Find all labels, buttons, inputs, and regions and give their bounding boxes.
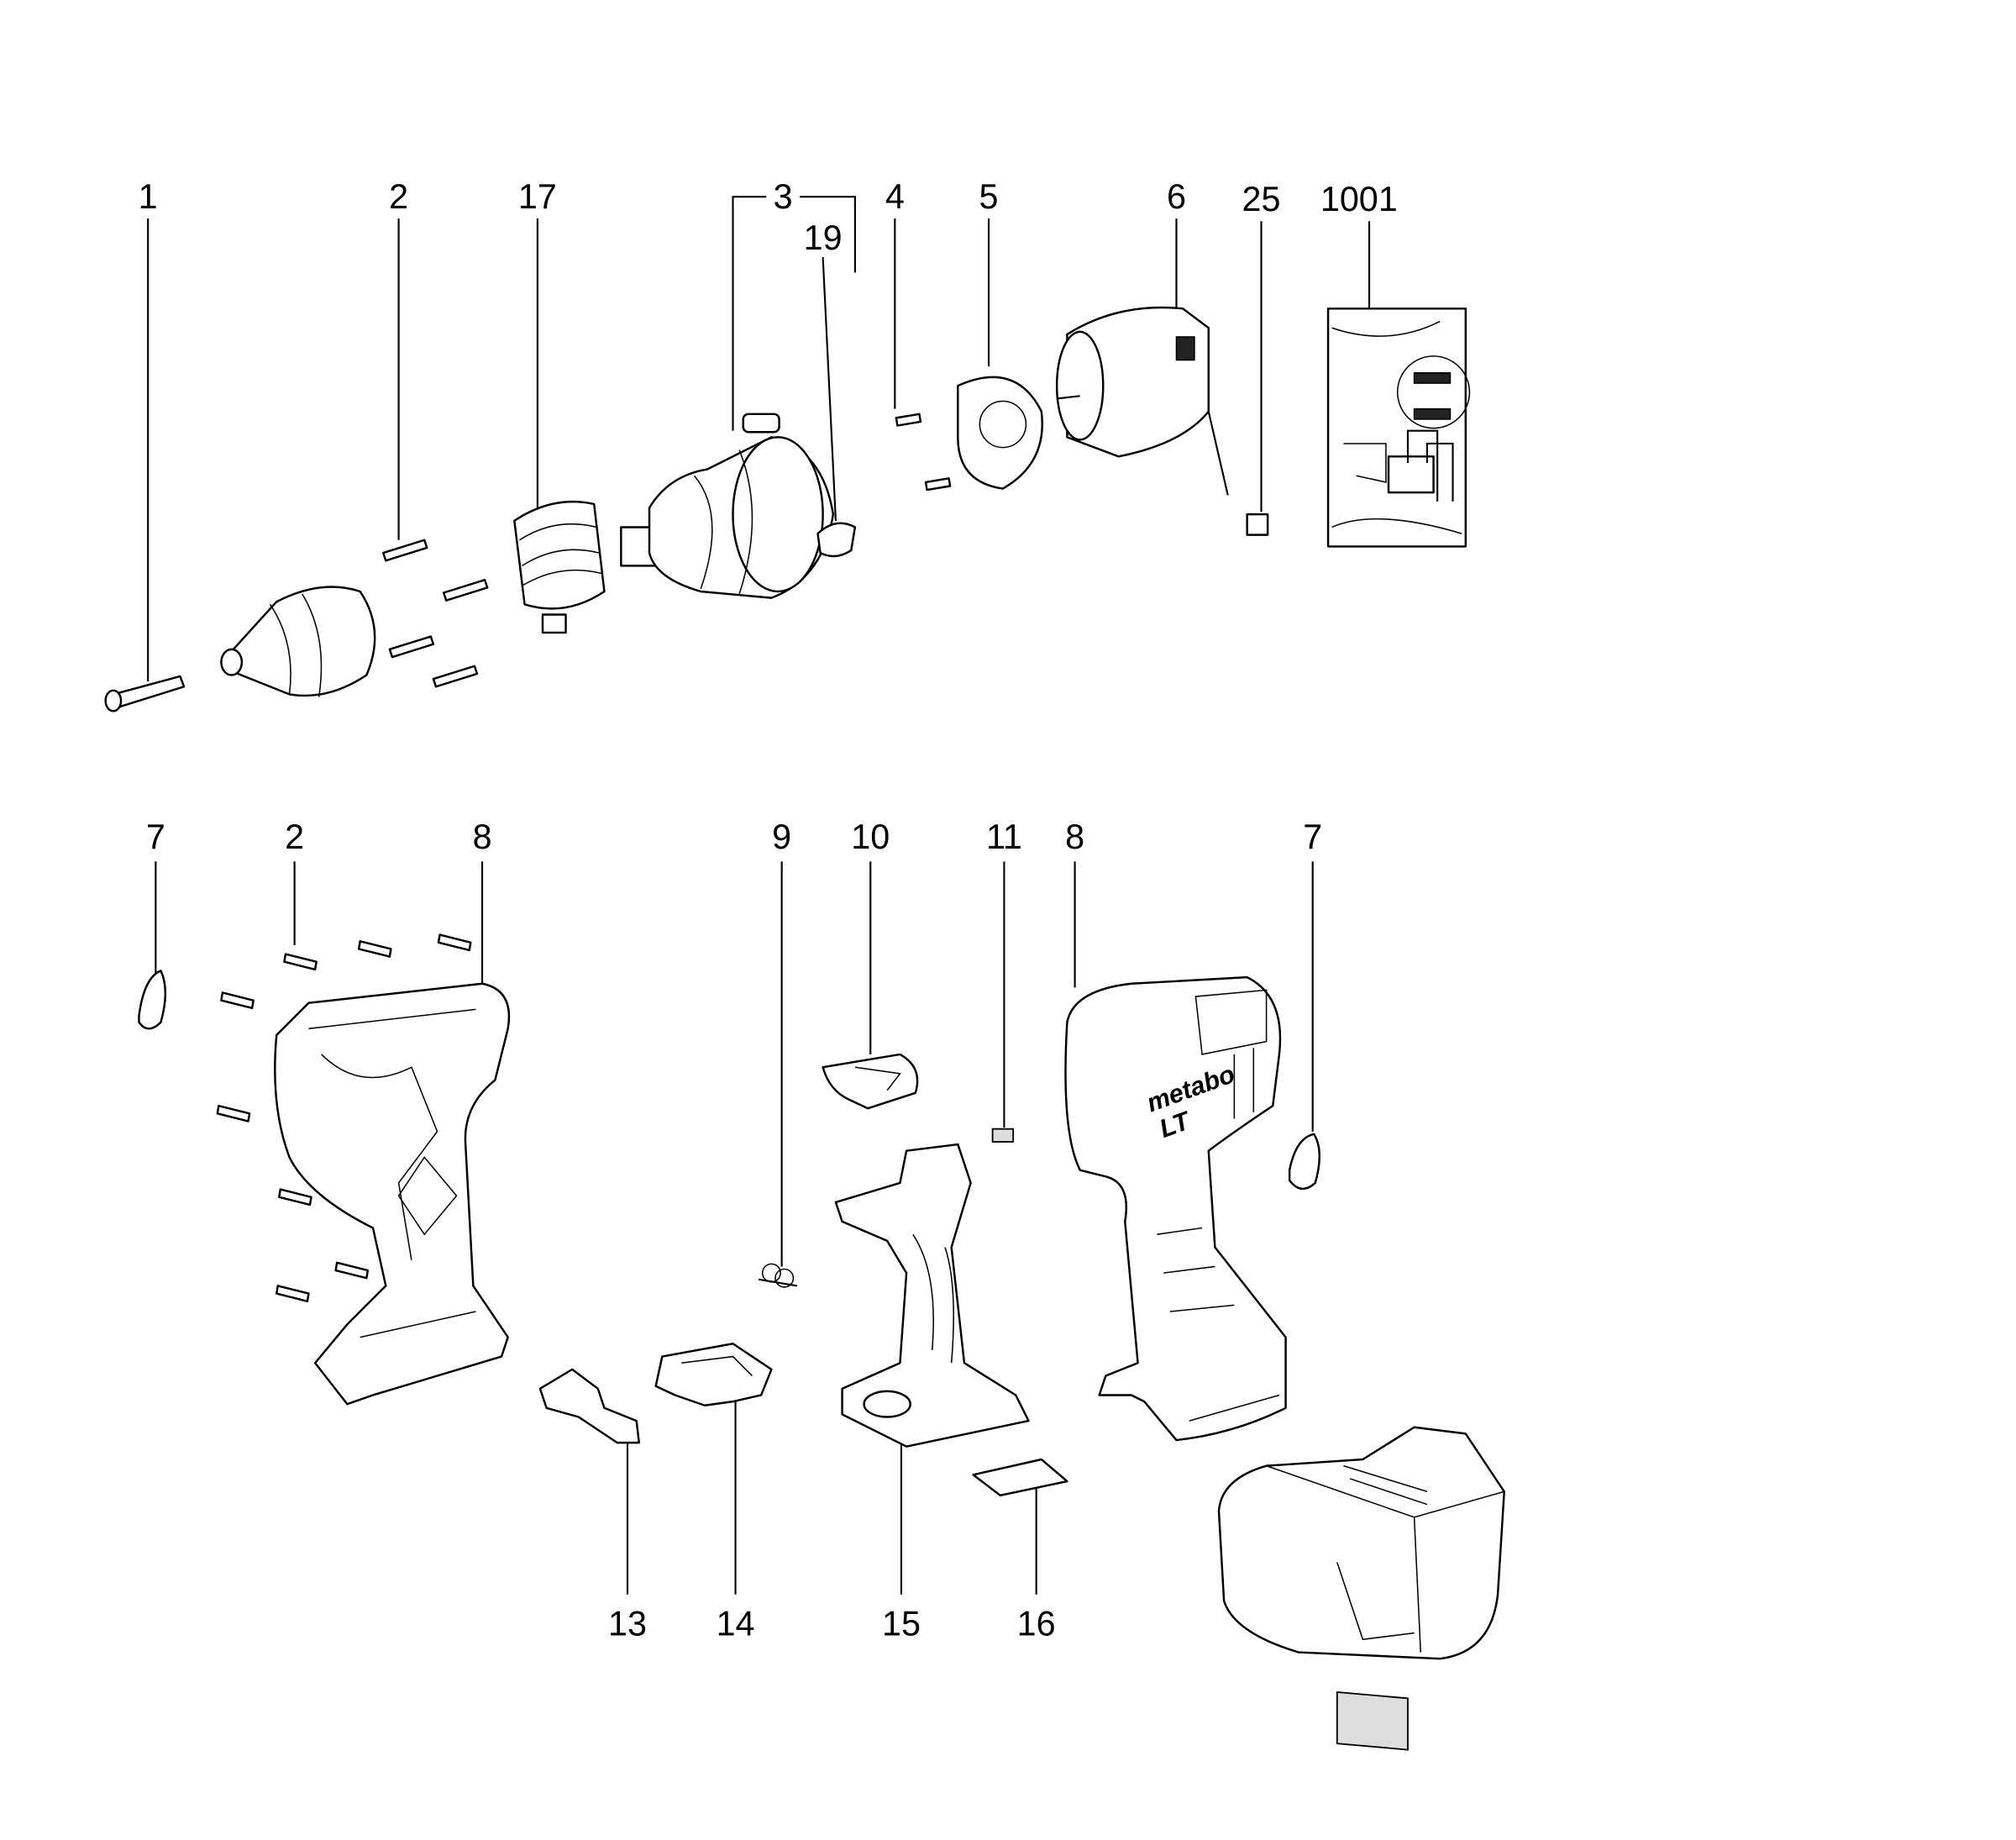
callout-8-left: 8 (473, 817, 492, 856)
callout-9: 9 (772, 817, 791, 856)
callout-4: 4 (885, 177, 905, 216)
part-chuck (220, 586, 376, 697)
part-16-label (972, 1458, 1068, 1497)
part-7-cap-left (138, 970, 167, 1030)
leader-lines-bottom (155, 861, 1314, 1595)
part-8-housing-left (274, 982, 511, 1406)
part-14-battery-latch (654, 1343, 773, 1406)
part-2-housing-screws (216, 933, 472, 1302)
callout-3: 3 (774, 177, 793, 216)
callout-14: 14 (717, 1605, 755, 1643)
part-5-motor-plate (957, 376, 1043, 490)
part-7-cap-right (1288, 1133, 1320, 1191)
callout-7-right: 7 (1303, 817, 1322, 856)
callout-15: 15 (882, 1605, 921, 1643)
callout-2-lower: 2 (285, 817, 304, 856)
callout-25: 25 (1242, 180, 1281, 218)
part-15-switch-module (834, 1143, 1030, 1448)
part-8-housing-right: metabo LT (1064, 975, 1287, 1442)
part-2-screws (382, 539, 489, 688)
part-13-lever (538, 1368, 640, 1444)
part-1-screw (104, 675, 186, 712)
part-6-motor (1055, 306, 1229, 496)
callout-11: 11 (986, 817, 1022, 856)
part-10-trigger-cap (822, 1053, 919, 1110)
part-25-block (1246, 513, 1269, 536)
callout-10: 10 (851, 817, 890, 856)
callout-19: 19 (804, 218, 843, 257)
callout-6: 6 (1167, 177, 1186, 216)
callout-17: 17 (518, 177, 557, 216)
part-3-gearbox (620, 413, 835, 599)
part-19-switch-cap (816, 522, 857, 558)
part-17-ring (513, 500, 606, 634)
callout-7-left: 7 (146, 817, 165, 856)
callout-1: 1 (139, 177, 158, 216)
callout-13: 13 (608, 1605, 647, 1643)
part-1001-wiring-detail (1326, 308, 1471, 548)
callout-5: 5 (979, 177, 999, 216)
leader-lines-top (147, 196, 1371, 682)
part-11-slider (991, 1128, 1015, 1143)
callout-16: 16 (1017, 1605, 1056, 1643)
callout-1001: 1001 (1320, 180, 1398, 218)
part-9-spring (758, 1263, 798, 1288)
part-4-screws (895, 413, 952, 492)
callout-2: 2 (389, 177, 408, 216)
battery-pack (1217, 1426, 1505, 1751)
callout-8-right: 8 (1065, 817, 1084, 856)
